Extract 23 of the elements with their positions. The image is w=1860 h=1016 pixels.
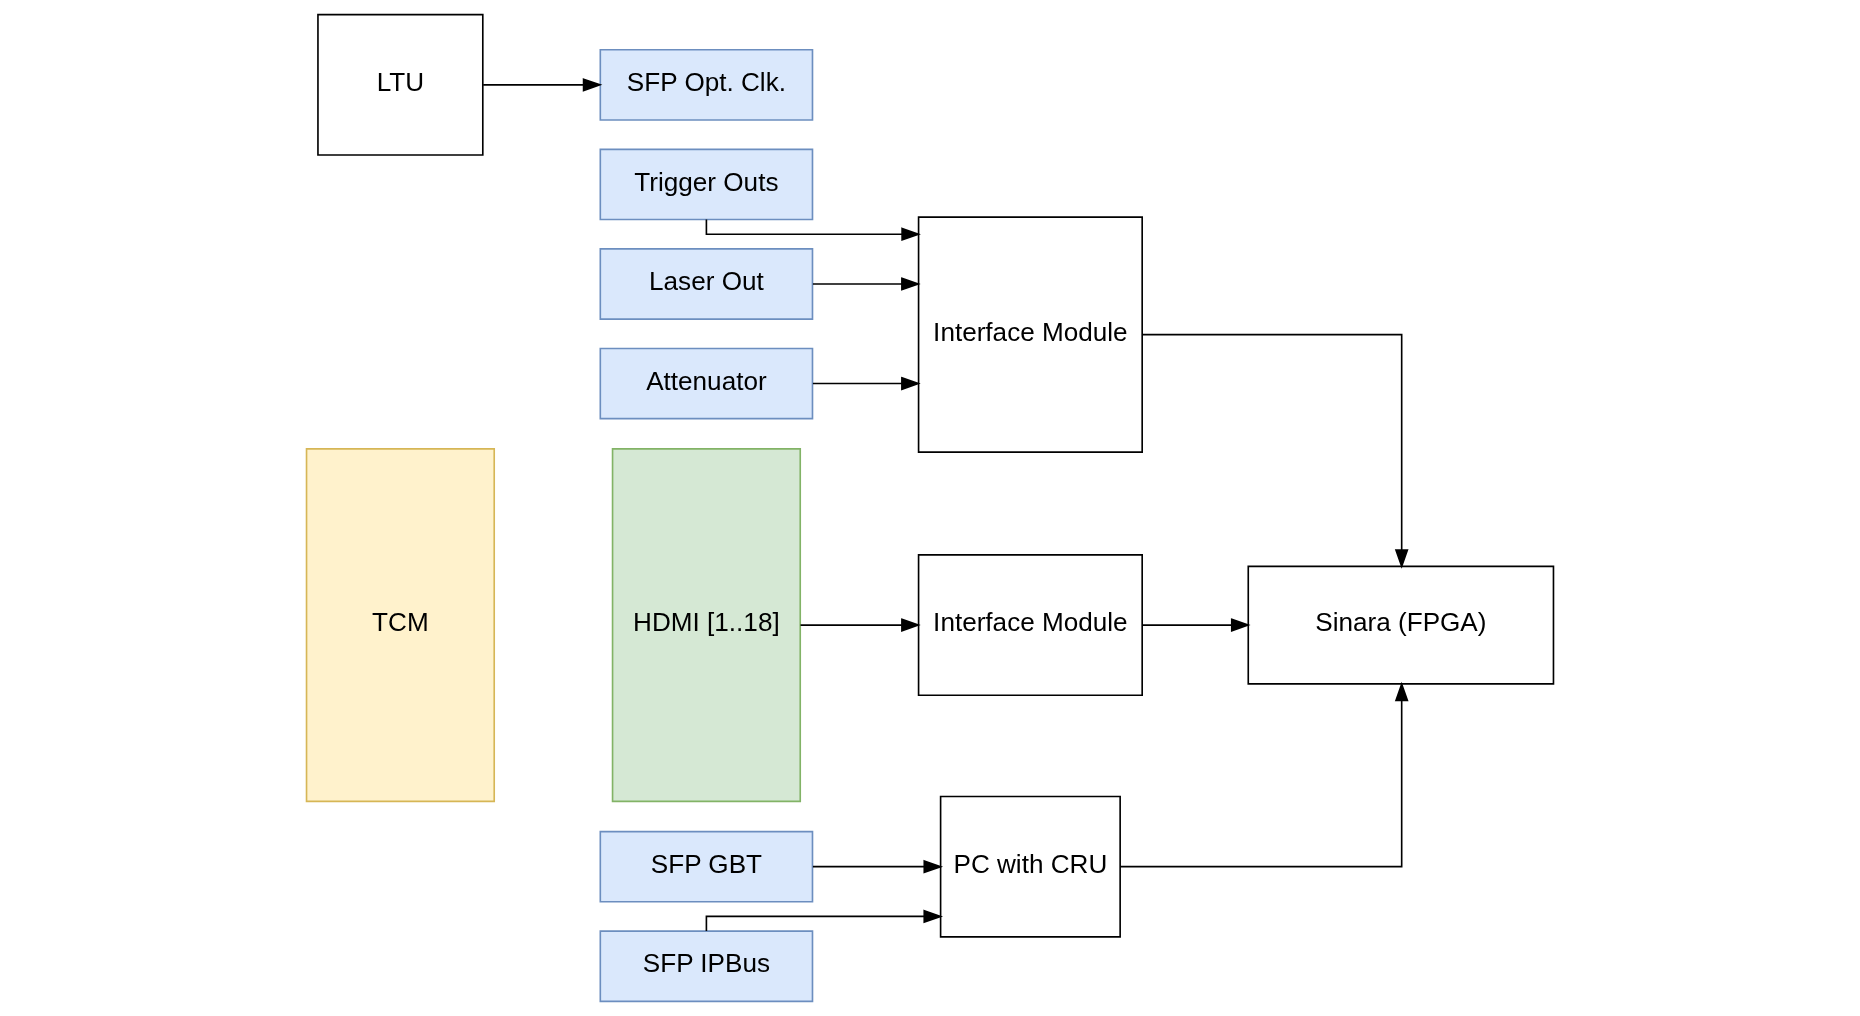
arrow: [812, 376, 921, 391]
arrow: [799, 618, 921, 632]
node-box: SFP Opt. Clk.: [599, 48, 814, 121]
arrow: [1141, 333, 1409, 569]
node-box: LTU: [317, 13, 484, 156]
node-box: PC with CRU: [939, 795, 1121, 938]
arrow: [812, 859, 944, 874]
node-box: Interface Module: [917, 554, 1143, 697]
node-box: SFP IPBus: [599, 930, 814, 1003]
node-box: TCM: [305, 448, 496, 803]
node-box: Trigger Outs: [599, 148, 814, 221]
node-box: HDMI [1..18]: [611, 448, 802, 803]
node-box: Laser Out: [599, 248, 814, 320]
arrow: [1119, 681, 1409, 868]
node-box: SFP GBT: [599, 830, 814, 903]
arrow: [1141, 618, 1251, 632]
arrow: [812, 277, 921, 291]
arrow: [705, 218, 921, 242]
node-box: Interface Module: [917, 216, 1143, 453]
arrow: [482, 78, 603, 92]
arrow: [705, 909, 944, 932]
node-box: Attenuator: [599, 347, 814, 420]
node-box: Sinara (FPGA): [1247, 565, 1555, 685]
